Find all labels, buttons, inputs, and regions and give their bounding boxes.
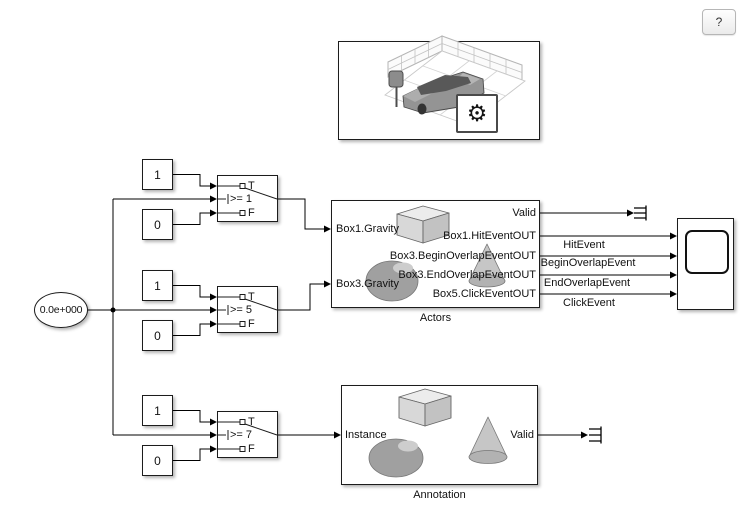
switch-block-1[interactable] xyxy=(217,175,278,222)
constant-false-block-2[interactable]: 0 xyxy=(142,320,173,351)
switch-1-internals xyxy=(218,183,278,216)
annotation-outport-valid: Valid xyxy=(510,429,534,441)
wire-arrowheads xyxy=(210,182,677,453)
actors-outport-clickevent: Box5.ClickEventOUT xyxy=(432,288,536,300)
switch2-true-label: T xyxy=(248,291,255,303)
annotation-inport-instance: Instance xyxy=(345,429,387,441)
actors-outport-valid: Valid xyxy=(512,207,536,219)
terminator-icon-bottom[interactable] xyxy=(589,426,602,444)
actors-inport-box3-gravity: Box3.Gravity xyxy=(336,278,399,290)
switch-2-internals xyxy=(218,294,278,327)
actors-outport-hitevent: Box1.HitEventOUT xyxy=(443,230,536,242)
constant-true-block-3[interactable]: 1 xyxy=(142,395,173,426)
annotation-shapes-icon xyxy=(368,388,508,478)
constant-value: 0 xyxy=(154,328,161,343)
actors-outport-endoverlap: Box3.EndOverlapEventOUT xyxy=(398,269,536,281)
switch-3-internals xyxy=(218,419,278,452)
signal-label-hitevent[interactable]: HitEvent xyxy=(563,239,605,251)
constant-value: 1 xyxy=(154,278,161,293)
signal-label-beginoverlapevent[interactable]: BeginOverlapEvent xyxy=(540,257,636,269)
actors-inport-box1-gravity: Box1.Gravity xyxy=(336,223,399,235)
switch2-threshold-label: >= 5 xyxy=(230,304,253,316)
switch3-true-label: T xyxy=(248,416,255,428)
switch1-false-label: F xyxy=(248,207,255,219)
switch1-true-label: T xyxy=(248,180,255,192)
annotation-block-name[interactable]: Annotation xyxy=(413,489,466,501)
constant-value: 0 xyxy=(154,453,161,468)
signal-label-endoverlapevent[interactable]: EndOverlapEvent xyxy=(543,277,631,289)
actors-shapes-icon xyxy=(365,205,506,302)
constant-value: 1 xyxy=(154,167,161,182)
switch1-threshold-label: >= 1 xyxy=(230,193,253,205)
actors-outport-beginoverlap: Box3.BeginOverlapEventOUT xyxy=(389,250,536,262)
scene-gear-icon[interactable]: ⚙ xyxy=(456,94,498,133)
switch3-false-label: F xyxy=(248,443,255,455)
switch-block-3[interactable] xyxy=(217,411,278,458)
actors-block-name[interactable]: Actors xyxy=(419,312,452,324)
help-button[interactable]: ? xyxy=(702,9,736,35)
constant-true-block-2[interactable]: 1 xyxy=(142,270,173,301)
switch2-false-label: F xyxy=(248,318,255,330)
signal-wires[interactable] xyxy=(88,174,670,461)
signal-label-clickevent[interactable]: ClickEvent xyxy=(563,297,615,309)
switch-block-2[interactable] xyxy=(217,286,278,333)
help-button-label: ? xyxy=(715,15,723,29)
constant-false-block-1[interactable]: 0 xyxy=(142,209,173,240)
branch-dot xyxy=(110,307,116,313)
constant-value: 1 xyxy=(154,403,161,418)
constant-false-block-3[interactable]: 0 xyxy=(142,445,173,476)
constant-true-block-1[interactable]: 1 xyxy=(142,159,173,190)
gear-glyph: ⚙ xyxy=(466,100,488,126)
scope-screen xyxy=(685,230,729,274)
terminator-icon-top[interactable] xyxy=(634,205,647,221)
digital-clock-value: 0.0e+000 xyxy=(39,304,83,316)
constant-value: 0 xyxy=(154,217,161,232)
scene-3d-illustration-icon xyxy=(384,35,526,126)
switch3-threshold-label: >= 7 xyxy=(230,429,253,441)
digital-clock-block[interactable]: 0.0e+000 xyxy=(34,292,88,328)
